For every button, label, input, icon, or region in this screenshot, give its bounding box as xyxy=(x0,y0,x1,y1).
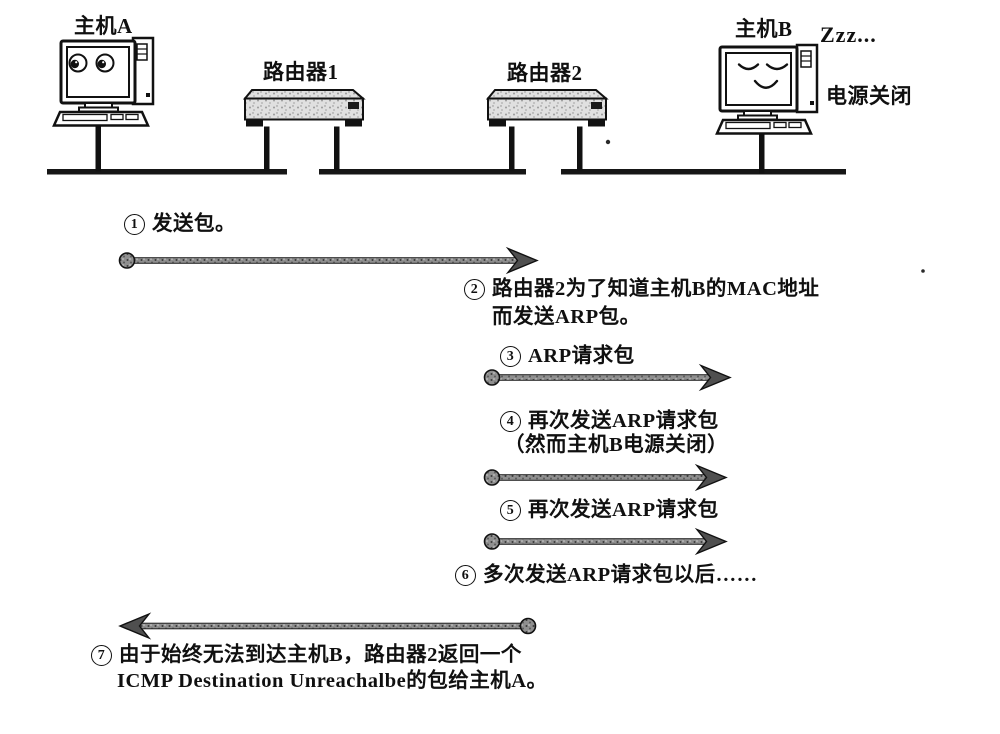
arrow-step1-packet xyxy=(118,246,539,275)
step-4-number: 4 xyxy=(500,411,521,433)
router-2-label: 路由器2 xyxy=(507,61,583,85)
step-6-number: 6 xyxy=(455,565,476,587)
bus-segment-3 xyxy=(561,169,846,175)
step-6-text: 多次发送ARP请求包以后…… xyxy=(483,564,758,586)
host-b-sleeping-face xyxy=(737,63,789,89)
host-b-screen xyxy=(725,52,792,106)
arrow-step7-icmp-unreachable xyxy=(118,612,537,640)
arrow-step5-arp-retry xyxy=(483,527,728,556)
host-b-label: 主机B xyxy=(735,17,793,41)
step-1-number: 1 xyxy=(124,214,145,236)
network-bus xyxy=(47,169,846,175)
step-2-label: 2 路由器2为了知道主机B的MAC地址 xyxy=(464,277,819,303)
step-6-label: 6 多次发送ARP请求包以后…… xyxy=(455,563,758,589)
host-b-icon xyxy=(715,43,819,174)
step-2-text: 路由器2为了知道主机B的MAC地址 xyxy=(492,278,820,300)
step-7-number: 7 xyxy=(91,645,112,667)
step-3-text: ARP请求包 xyxy=(528,345,635,367)
step-7-text-line2: ICMP Destination Unreachalbe的包给主机A。 xyxy=(117,670,548,692)
host-b-sleep-text: Zzz... xyxy=(820,22,877,47)
step-4-label: 4 再次发送ARP请求包 xyxy=(500,409,719,435)
bus-segment-2 xyxy=(319,169,526,175)
step-2-number: 2 xyxy=(464,279,485,301)
host-a-icon xyxy=(52,36,155,172)
arrow-step3-arp-request xyxy=(483,363,732,392)
step-4-text-line2: （然而主机B电源关闭） xyxy=(504,434,729,456)
host-a-label: 主机A xyxy=(74,14,133,38)
host-a-keyboard xyxy=(52,110,150,127)
router-1-icon xyxy=(242,89,366,171)
host-b-keyboard xyxy=(715,118,813,135)
step-1-text: 发送包。 xyxy=(152,213,236,235)
router-2-port xyxy=(591,102,602,109)
step-7-text: 由于始终无法到达主机B，路由器2返回一个 xyxy=(119,644,522,666)
bus-segment-1 xyxy=(47,169,287,175)
scan-speck xyxy=(921,269,925,273)
host-a-drop-line xyxy=(95,125,101,172)
host-b-power-off-label: 电源关闭 xyxy=(826,84,912,108)
step-5-number: 5 xyxy=(500,500,521,522)
router-1-port xyxy=(348,102,359,109)
arrow-step4-arp-retry xyxy=(483,463,728,492)
step-5-text: 再次发送ARP请求包 xyxy=(528,499,719,521)
step-2-text-line2: 而发送ARP包。 xyxy=(492,306,641,328)
router-1-label: 路由器1 xyxy=(263,60,339,84)
router-2-icon xyxy=(485,89,609,171)
step-4-text: 再次发送ARP请求包 xyxy=(528,410,719,432)
scan-speck xyxy=(605,139,611,145)
step-7-label: 7 由于始终无法到达主机B，路由器2返回一个 xyxy=(91,643,522,669)
host-a-open-eyes xyxy=(68,53,115,73)
step-3-number: 3 xyxy=(500,346,521,368)
step-5-label: 5 再次发送ARP请求包 xyxy=(500,498,719,524)
host-b-drop-line xyxy=(759,133,765,174)
step-3-label: 3 ARP请求包 xyxy=(500,344,635,370)
step-1-label: 1 发送包。 xyxy=(124,212,236,238)
